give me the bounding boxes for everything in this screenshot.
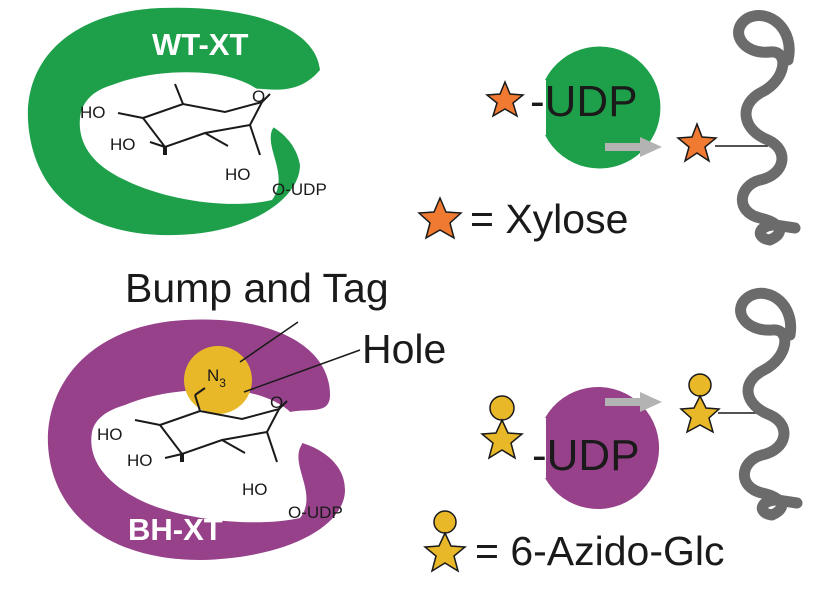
wt-transfer-arrow bbox=[605, 137, 662, 157]
bh-donor-udp-label: -UDP bbox=[532, 431, 640, 480]
wt-enzyme-label: WT-XT bbox=[152, 27, 248, 62]
wt-sugar-structure bbox=[117, 83, 271, 156]
wt-ho-upper: HO bbox=[80, 103, 106, 122]
hole-label: Hole bbox=[362, 326, 446, 372]
azido-glc-legend-icon bbox=[423, 510, 467, 573]
wt-protein-chain bbox=[733, 10, 801, 246]
wt-anomeric-label: O-UDP bbox=[272, 180, 327, 199]
wt-enzyme bbox=[27, 7, 320, 236]
azido-glc-legend-label: = 6-Azido-Glc bbox=[475, 528, 725, 574]
bump-pointer-line bbox=[239, 321, 299, 363]
bh-sugar-structure bbox=[134, 387, 288, 463]
bh-transfer-arrow bbox=[605, 392, 662, 412]
wt-product-star-icon bbox=[676, 121, 718, 163]
bh-ho-middle: HO bbox=[127, 451, 153, 470]
bh-anomeric-label: O-UDP bbox=[288, 503, 343, 522]
bh-product-azido-star-icon bbox=[679, 373, 721, 434]
bh-ho-upper: HO bbox=[97, 425, 123, 444]
wt-ho-lower: HO bbox=[225, 165, 251, 184]
hole-pointer-line bbox=[243, 349, 361, 393]
bh-donor-azido-star-icon bbox=[480, 395, 524, 460]
bh-ho-lower: HO bbox=[242, 480, 268, 499]
wt-ho-middle: HO bbox=[110, 135, 136, 154]
xylose-legend-star-icon bbox=[417, 196, 463, 240]
bh-enzyme-label: BH-XT bbox=[128, 512, 223, 547]
bump-and-tag-label: Bump and Tag bbox=[125, 265, 389, 311]
bh-protein-chain bbox=[735, 287, 803, 521]
wt-donor-udp-label: -UDP bbox=[530, 77, 638, 126]
wt-ring-oxygen: O bbox=[252, 87, 265, 106]
bump-hole-pocket bbox=[184, 346, 252, 414]
xylose-legend-label: = Xylose bbox=[470, 196, 628, 242]
azide-label: N3 bbox=[207, 366, 226, 390]
bh-ring-oxygen: O bbox=[270, 393, 283, 412]
wt-donor-star-icon bbox=[485, 80, 525, 118]
